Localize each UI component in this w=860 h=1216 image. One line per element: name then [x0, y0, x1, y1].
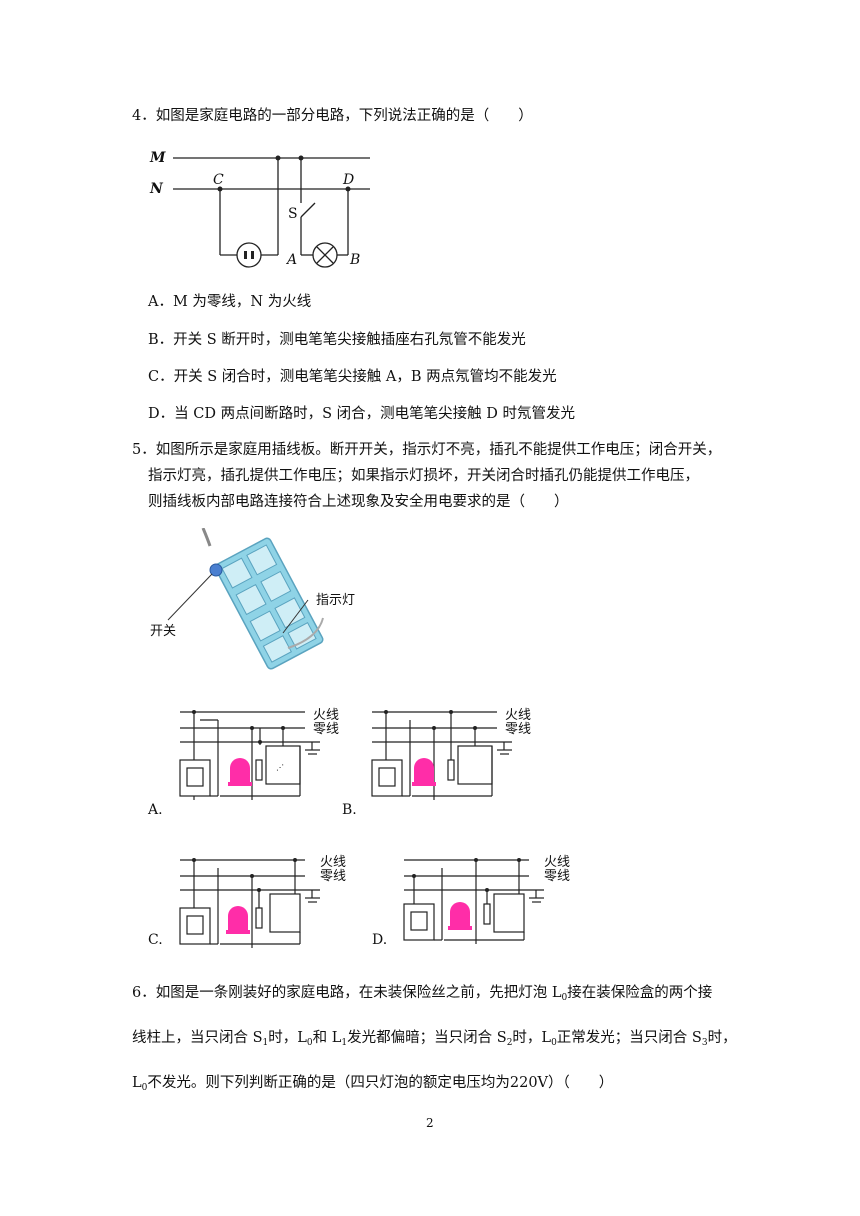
q6-text: 时，L: [268, 1030, 307, 1046]
label-switch: 开关: [150, 624, 177, 639]
q4-option-d: D．当 CD 两点间断路时，S 闭合，测电笔笔尖接触 D 时氖管发光: [148, 406, 575, 422]
q6-line-1: 6．如图是一条刚装好的家庭电路，在未装保险丝之前，先把灯泡 L0接在装保险盒的两…: [132, 983, 712, 1008]
q4-stem: 4．如图是家庭电路的一部分电路，下列说法正确的是（ ）: [132, 108, 533, 124]
diagram-a-neutral: 零线: [313, 722, 340, 737]
diagram-c-neutral: 零线: [320, 869, 347, 884]
q4-circuit-diagram: [173, 155, 370, 268]
subscript: 3: [701, 1038, 708, 1048]
q6-text: 时，: [707, 1030, 737, 1046]
q6-text: 正常发光；当只闭合 S: [556, 1030, 702, 1046]
option-a-letter: A.: [148, 802, 163, 818]
q6-text: 6．如图是一条刚装好的家庭电路，在未装保险丝之前，先把灯泡 L: [132, 985, 562, 1001]
q6-text: 时，L: [512, 1030, 552, 1046]
label-indicator: 指示灯: [316, 593, 356, 608]
diagram-c-live: 火线: [320, 855, 347, 870]
q6-text: 发光都偏暗；当只闭合 S: [347, 1030, 507, 1046]
q5-diagram-b: [371, 710, 512, 800]
subscript: 0: [141, 1083, 148, 1093]
diagram-a-live: 火线: [313, 708, 340, 723]
label-A: A: [287, 252, 298, 268]
subscript: 2: [506, 1038, 513, 1048]
diagram-d-neutral: 零线: [544, 869, 571, 884]
diagram-b-live: 火线: [505, 708, 532, 723]
q6-line-3: L0不发光。则下列判断正确的是（四只灯泡的额定电压均为220V）（ ）: [132, 1073, 613, 1098]
option-d-letter: D.: [372, 932, 388, 948]
q5-stem-line-3: 则插线板内部电路连接符合上述现象及安全用电要求的是（ ）: [148, 494, 569, 510]
q5-stem-line-2: 指示灯亮，插孔提供工作电压；如果指示灯损坏，开关闭合时插孔仍能提供工作电压，: [148, 468, 699, 484]
label-S: S: [288, 206, 298, 222]
q6-line-2: 线柱上，当只闭合 S1时，L0和 L1发光都偏暗；当只闭合 S2时，L0正常发光…: [132, 1028, 737, 1053]
label-N: N: [150, 181, 163, 197]
q6-text: 和 L: [312, 1030, 342, 1046]
q5-diagram-d: [403, 858, 544, 944]
q4-option-a: A．M 为零线，N 为火线: [148, 294, 312, 310]
label-M: M: [150, 150, 166, 166]
label-B: B: [350, 252, 361, 268]
subscript: 0: [561, 993, 568, 1003]
q4-option-c: C．开关 S 闭合时，测电笔笔尖接触 A，B 两点氖管均不能发光: [148, 369, 557, 385]
q5-diagram-c: [179, 858, 320, 948]
subscript: 0: [306, 1038, 313, 1048]
q6-text: L: [132, 1075, 142, 1091]
subscript: 0: [551, 1038, 557, 1048]
q6-text: 线柱上，当只闭合 S: [132, 1030, 263, 1046]
q4-option-b: B．开关 S 断开时，测电笔笔尖接触插座右孔氖管不能发光: [148, 332, 526, 348]
label-D: D: [343, 172, 355, 188]
label-C: C: [213, 172, 224, 188]
q5-diagram-a: ⋰: [179, 710, 320, 800]
diagram-b-neutral: 零线: [505, 722, 532, 737]
subscript: 1: [262, 1038, 269, 1048]
option-c-letter: C.: [148, 932, 163, 948]
q6-text: 接在装保险盒的两个接: [567, 985, 713, 1001]
diagram-d-live: 火线: [544, 855, 571, 870]
subscript: 1: [341, 1038, 348, 1048]
q5-stem-line-1: 5．如图所示是家庭用插线板。断开开关，指示灯不亮，插孔不能提供工作电压；闭合开关…: [132, 442, 722, 458]
option-b-letter: B.: [342, 802, 357, 818]
q6-text: 不发光。则下列判断正确的是（四只灯泡的额定电压均为220V）（ ）: [147, 1075, 614, 1091]
page-number: 2: [426, 1116, 434, 1130]
svg-text:⋰: ⋰: [276, 763, 284, 772]
power-strip-photo: [167, 528, 324, 670]
